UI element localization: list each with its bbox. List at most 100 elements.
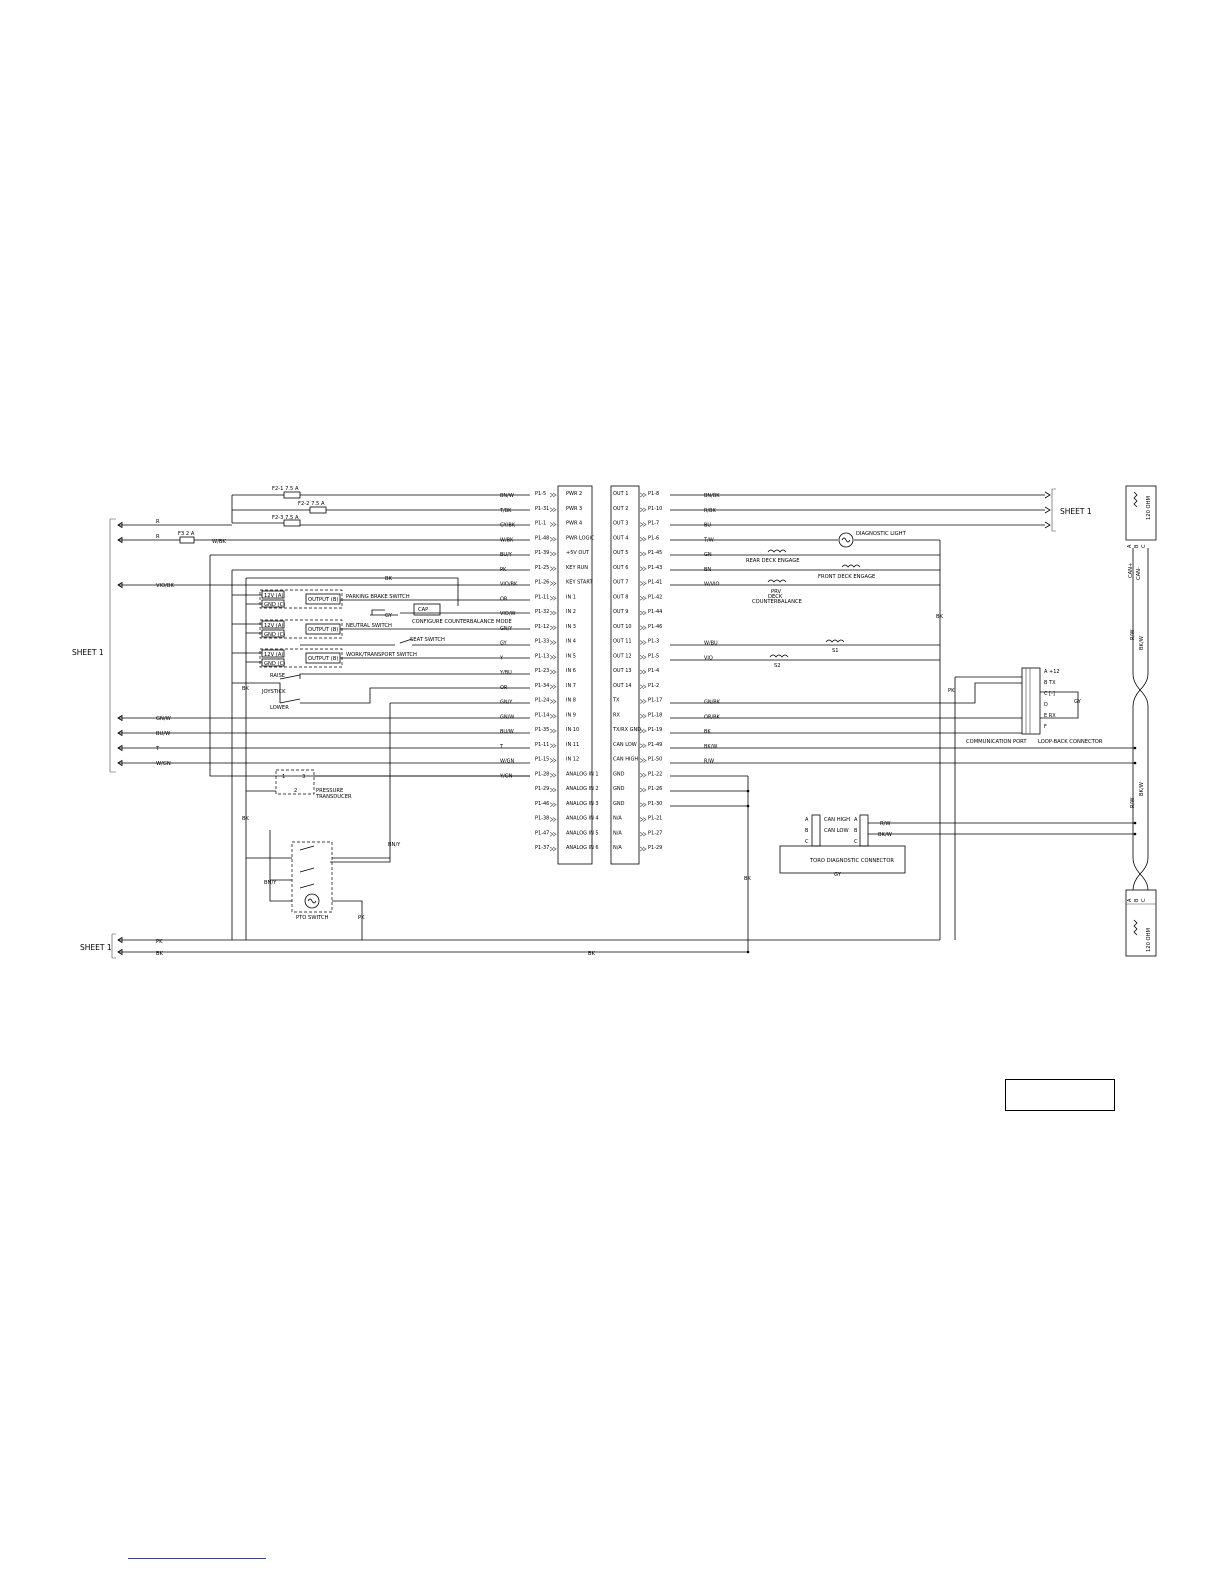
left-pin-function: PWR 3 [566,506,582,512]
pin-chevron [549,625,557,630]
right-pin-id: P1-8 [648,491,659,497]
trunk-rw: R/W [1130,630,1136,640]
trunk-bkw2: BK/W [1139,782,1145,796]
terminator-bottom: 120 OHM [1125,889,1157,957]
right-pin-id: P1-6 [648,535,659,541]
left-pin-id: P1-47 [535,830,549,836]
right-pin-id: P1-19 [648,727,662,733]
pin-chevron [639,610,647,616]
svg-text:12V (A): 12V (A) [264,593,283,599]
pto-switch: PTO SWITCH [291,841,333,921]
comm-port-pin: C [-] [1044,691,1055,697]
left-pin-id: P1-38 [535,816,549,822]
svg-text:GND (C): GND (C) [264,632,285,638]
can-low-label: CAN LOW [824,828,849,834]
left-pin-id: P1-34 [535,683,549,689]
fuse-f2-2-label: F2-2 7.5 A [298,501,325,507]
right-pin-id: P1-45 [648,550,662,556]
right-pin-id: P1-21 [648,816,662,822]
wire-rw-diag: R/W [880,821,890,827]
right-pin-function: TX/RX GND [612,727,641,733]
right-pin-id: P1-29 [648,845,662,851]
pin-chevron [639,537,647,542]
right-pin-function: OUT 10 [613,624,632,630]
pin-chevron [549,522,557,527]
svg-text:PARKING BRAKE SWITCH: PARKING BRAKE SWITCH [346,594,410,600]
diag-pin-left: A [805,817,809,823]
wire-pk-comm: PK [948,688,955,694]
parking-brake-switch: 12V (A) GND (C) OUTPUT (B) PARKING BRAKE… [259,589,410,609]
prv-label: PRV [771,589,781,595]
right-pin-id: P1-30 [648,801,662,807]
right-pin-function: OUT 12 [613,653,632,659]
pin-chevron [549,669,557,675]
terminator-pin: B [1134,544,1140,548]
pin-chevron [639,596,647,601]
right-pin-function: CAN LOW [613,742,637,748]
left-pin-function: +5V OUT [566,550,590,556]
terminator-pin: A [1127,898,1133,902]
left-pin-id: P1-24 [535,698,549,704]
right-pin-function: OUT 9 [613,609,628,615]
right-wire-color: BK [704,729,711,735]
terminator-top: 120 OHM [1125,485,1157,541]
wire-gn-w: GN/W [156,716,171,722]
right-pin-id: P1-50 [648,757,662,763]
seat-switch-label: SEAT SWITCH [410,637,445,643]
right-wire-color: R/BK [704,508,717,514]
fuse-f2-1-label: F2-1 7.5 A [272,486,299,492]
right-wiring: SHEET 1 DIAGNOSTIC LIGHT REAR DECK ENGAG… [670,485,1157,957]
left-pin-function: ANALOG IN 3 [566,801,599,807]
left-pin-id: P1-14 [535,712,549,718]
left-wire-color: GN/W [500,714,514,720]
left-pin-function: IN 11 [566,742,579,748]
comm-port-pin: D [1044,702,1048,708]
pin-chevron [639,728,647,734]
left-pin-id: P1-33 [535,639,549,645]
svg-text:3: 3 [302,774,305,780]
pin-chevron [549,640,557,645]
svg-text:2: 2 [294,788,297,794]
pin-chevron [639,787,647,793]
pin-chevron [549,743,557,748]
left-wire-color: T/BK [499,508,512,514]
left-pin-function: IN 7 [566,683,576,689]
right-wire-color: W/BU [704,641,718,647]
rear-deck-engage-label: REAR DECK ENGAGE [746,558,800,564]
svg-text:WORK/TRANSPORT SWITCH: WORK/TRANSPORT SWITCH [346,652,417,658]
left-pin-function: PWR 4 [566,521,582,527]
left-pin-function: PWR LOGIC [566,535,595,541]
left-wire-color: GN/Y [500,700,513,706]
right-pin-function: GND [613,771,625,777]
left-pin-function: ANALOG IN 6 [566,845,599,851]
pin-chevron [639,566,647,571]
pin-chevron [639,507,647,512]
right-pin-function: OUT 11 [613,639,632,645]
footer-link-underline[interactable] [128,1558,266,1559]
pin-chevron [639,758,647,763]
pin-chevron [549,610,557,616]
right-pin-function: OUT 7 [613,580,628,586]
svg-text:12V (A): 12V (A) [264,623,283,629]
left-pin-function: ANALOG IN 4 [566,816,599,822]
left-wire-color: VIO/W [500,611,516,617]
left-pin-id: P1-32 [535,609,549,615]
wire-w-gn: W/GN [156,761,171,767]
fuse-f3-label: F3 2 A [178,531,195,537]
right-wire-color: BU [704,523,711,529]
wire-bu-w: BU/W [156,731,170,737]
pin-chevron [639,773,647,778]
wire-bk-bottom: BK [156,951,164,957]
pressure-label: PRESSURE [316,788,343,794]
left-pin-id: P1-12 [535,624,549,630]
pin-chevron [549,566,557,571]
left-pin-function: IN 12 [566,757,579,763]
pin-chevron [639,817,647,822]
right-wire-color: W/VIO [704,582,720,588]
right-pin-id: P1-27 [648,830,662,836]
pin-chevron [639,684,647,689]
lower-label: LOWER [270,705,289,711]
left-pin-id: P1-26 [535,580,549,586]
pin-chevron [639,669,647,675]
